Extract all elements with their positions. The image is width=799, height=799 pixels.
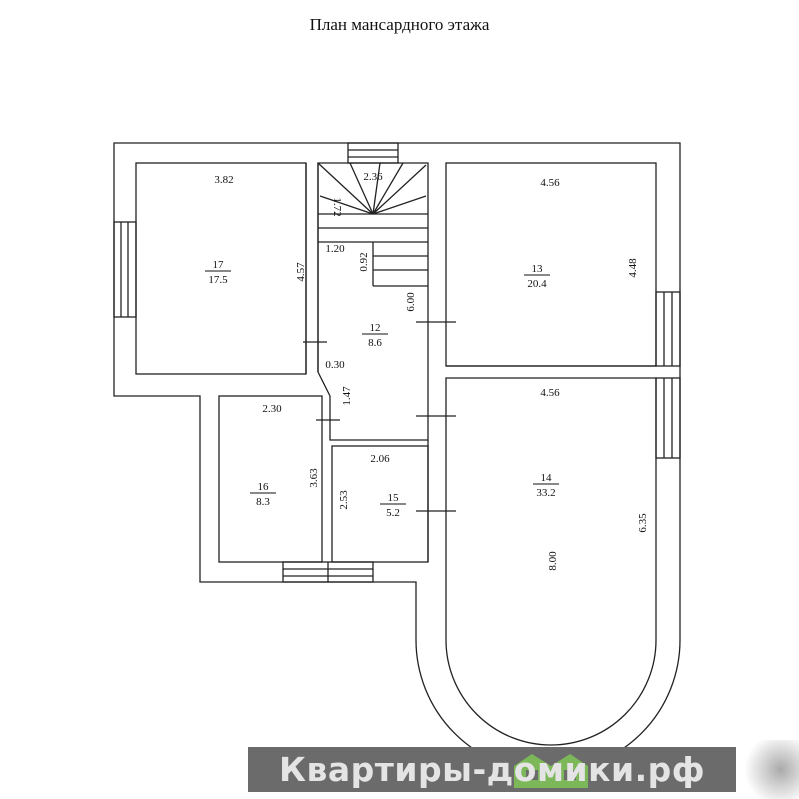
room-15-label: 155.2 (380, 492, 406, 519)
svg-text:2.30: 2.30 (262, 403, 282, 415)
room-14-outline (445, 377, 657, 746)
dimension-labels: 3.82 4.57 2.36 1.72 1.20 0.92 6.00 0.30 … (214, 171, 649, 571)
door-marks (303, 321, 456, 512)
window-top (347, 142, 399, 164)
window-left (113, 221, 137, 318)
svg-text:15: 15 (388, 492, 400, 504)
staircase (317, 162, 428, 287)
window-bottom (282, 561, 374, 583)
room-14-label: 14 33.2 (533, 472, 559, 499)
svg-text:17: 17 (213, 259, 225, 271)
svg-text:0.92: 0.92 (358, 252, 370, 271)
svg-text:1.20: 1.20 (325, 243, 345, 255)
room-12-label: 128.6 (362, 322, 388, 349)
svg-text:3.82: 3.82 (214, 174, 233, 186)
svg-text:1.72: 1.72 (331, 197, 343, 216)
svg-text:4.56: 4.56 (540, 177, 560, 189)
svg-text:6.00: 6.00 (405, 292, 417, 312)
svg-text:1.47: 1.47 (341, 386, 353, 406)
svg-text:33.2: 33.2 (536, 487, 555, 499)
corner-shadow (738, 740, 799, 799)
plan-title: План мансардного этажа (309, 15, 490, 34)
window-right-2 (655, 377, 681, 459)
svg-text:2.36: 2.36 (363, 171, 383, 183)
svg-text:17.5: 17.5 (208, 274, 228, 286)
watermark-banner: Квартиры-домики.рф (279, 750, 705, 789)
svg-text:16: 16 (258, 481, 270, 493)
interior-walls (305, 163, 656, 562)
room-16-label: 168.3 (250, 481, 276, 508)
svg-text:2.53: 2.53 (338, 490, 350, 510)
svg-text:5.2: 5.2 (386, 507, 400, 519)
house-logo-icon (514, 754, 588, 788)
svg-text:13: 13 (532, 263, 544, 275)
watermark-banner-box: Квартиры-домики.рф (248, 747, 736, 792)
svg-text:4.57: 4.57 (295, 262, 307, 282)
svg-text:2.06: 2.06 (370, 453, 390, 465)
svg-text:12: 12 (370, 322, 381, 334)
svg-text:3.63: 3.63 (308, 468, 320, 488)
room-17-label: 17 17.5 (205, 259, 231, 286)
svg-text:4.48: 4.48 (627, 258, 639, 278)
svg-text:14: 14 (541, 472, 553, 484)
room-13-outline (445, 162, 657, 367)
svg-text:8.00: 8.00 (547, 551, 559, 571)
room-16-outline (218, 395, 323, 563)
svg-text:8.3: 8.3 (256, 496, 270, 508)
outer-wall (113, 142, 681, 773)
svg-text:20.4: 20.4 (527, 278, 547, 290)
window-right-1 (655, 291, 681, 367)
svg-text:8.6: 8.6 (368, 337, 382, 349)
room-13-label: 13 20.4 (524, 263, 550, 290)
svg-text:0.30: 0.30 (325, 359, 345, 371)
svg-text:6.35: 6.35 (637, 513, 649, 533)
svg-text:4.56: 4.56 (540, 387, 560, 399)
